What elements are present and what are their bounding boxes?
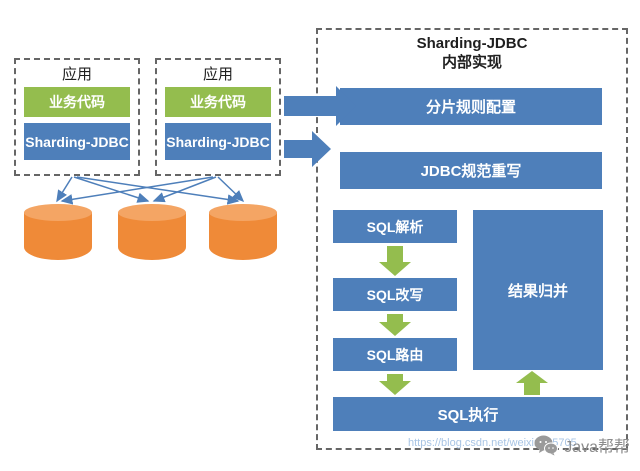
sql-parse-box: SQL解析: [333, 210, 457, 243]
connector-app2-db3: [217, 176, 245, 203]
panel-title-line2: 内部实现: [441, 54, 502, 71]
brand-watermark-label: Java帮帮: [564, 439, 630, 456]
result-merge-box: 结果归并: [473, 210, 603, 370]
sql-rewrite-box: SQL改写: [333, 278, 457, 311]
connector-app1-db2: [73, 176, 150, 203]
url-watermark: https://blog.csdn.net/weixin_45705: [408, 437, 577, 449]
cylinder-lid: [209, 204, 277, 221]
cylinder-lid: [24, 204, 92, 221]
business-code-bar: 业务代码: [165, 87, 271, 117]
app-box-1: 应用 业务代码 Sharding-JDBC: [14, 58, 140, 176]
sql-execute-bar: SQL执行: [333, 397, 603, 431]
wechat-icon: [534, 435, 559, 455]
business-code-bar: 业务代码: [24, 87, 130, 117]
jdbc-spec-rewrite-bar: JDBC规范重写: [340, 152, 602, 189]
sharding-jdbc-bar: Sharding-JDBC: [165, 123, 271, 160]
database-cylinder-1: [24, 204, 92, 264]
connector-app2-db1: [60, 176, 214, 205]
database-cylinder-2: [118, 204, 186, 264]
connector-app1-db1: [56, 176, 73, 203]
app-title: 应用: [202, 66, 233, 83]
brand-watermark: Java帮帮: [534, 433, 630, 457]
sql-route-box: SQL路由: [333, 338, 457, 371]
app-title: 应用: [61, 66, 92, 83]
database-cylinder-3: [209, 204, 277, 264]
panel-title-line1: Sharding-JDBC: [416, 35, 528, 52]
sharding-rule-config-bar: 分片规则配置: [340, 88, 602, 125]
cylinder-lid: [118, 204, 186, 221]
app-box-2: 应用 业务代码 Sharding-JDBC: [155, 58, 281, 176]
connector-app1-db3: [76, 176, 240, 205]
connector-app2-db2: [152, 176, 217, 203]
panel-title: Sharding-JDBC 内部实现: [316, 34, 628, 72]
sharding-jdbc-bar: Sharding-JDBC: [24, 123, 130, 160]
